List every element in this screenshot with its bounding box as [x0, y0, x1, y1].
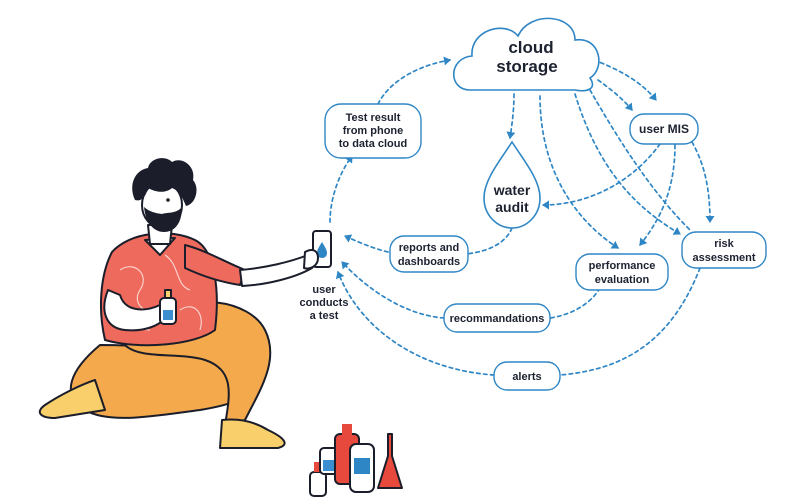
test-result-line3: to data cloud — [339, 138, 407, 150]
performance-line1: performance — [589, 260, 656, 272]
alerts-box — [493, 361, 561, 391]
user-test-label: user conducts a test — [300, 284, 349, 322]
arrow-reports-to-user — [344, 234, 389, 253]
arrow-cloud-to-mis-2 — [597, 79, 633, 111]
arrow-alerts-to-user — [335, 271, 495, 376]
test-result-line1: Test result — [346, 112, 401, 124]
water-drop-icon — [483, 140, 541, 229]
user-test-line1: user — [312, 284, 336, 296]
water-audit-node: water audit — [483, 140, 541, 229]
shirt-pattern — [109, 254, 202, 331]
arrow-mis-to-risk — [691, 141, 715, 223]
lower-arm — [103, 289, 166, 332]
arrow-mis-to-performance — [639, 144, 676, 246]
arrow-recs-to-user — [341, 261, 445, 319]
hand-phone — [303, 249, 319, 270]
risk-box — [681, 231, 767, 269]
flow-arrows — [329, 56, 715, 376]
front-shoe — [219, 418, 286, 449]
cloud-label-line2: storage — [496, 57, 557, 76]
hair — [132, 158, 197, 206]
eye — [166, 198, 170, 202]
hand-bottle — [159, 289, 177, 325]
raised-forearm — [239, 254, 313, 287]
test-result-node: Test result from phone to data cloud — [324, 103, 422, 159]
alerts-node: alerts — [493, 361, 561, 391]
kit-funnel — [377, 433, 403, 489]
user-test-line2: conducts — [300, 297, 349, 309]
kit-bottle-red-cap — [342, 424, 352, 436]
arrow-risk-to-alerts — [559, 267, 701, 376]
risk-node: risk assessment — [681, 231, 767, 269]
arrow-phone-to-test — [329, 155, 353, 223]
alerts-label: alerts — [512, 371, 541, 383]
risk-line2: assessment — [693, 252, 756, 264]
cloud-icon — [453, 17, 600, 92]
reports-line2: dashboards — [398, 256, 460, 268]
risk-line1: risk — [714, 238, 734, 250]
arrow-cloud-to-mis — [593, 59, 657, 101]
user-mis-box — [629, 113, 699, 145]
test-result-box — [324, 103, 422, 159]
arrow-cloud-to-risk-2 — [589, 89, 691, 231]
cloud-storage-node: cloud storage — [453, 17, 600, 92]
recommendations-label: recommandations — [450, 313, 545, 325]
arrow-performance-to-recs — [549, 287, 601, 319]
arrow-mis-to-audit — [542, 143, 661, 210]
kit-bottle-small-cap — [314, 462, 322, 472]
user-mis-node: user MIS — [629, 113, 699, 145]
reports-box — [389, 235, 469, 273]
performance-node: performance evaluation — [575, 253, 669, 291]
kit-bottle-small — [309, 471, 327, 497]
water-audit-line1: water — [493, 182, 531, 198]
kit-bottle-white-label — [354, 458, 370, 474]
reports-node: reports and dashboards — [389, 235, 469, 273]
user-mis-label: user MIS — [639, 122, 689, 136]
cloud-label-line1: cloud — [508, 38, 553, 57]
arrow-cloud-to-risk — [574, 93, 681, 235]
kit-bottle-blue-liquid — [323, 460, 335, 471]
beard — [144, 207, 182, 232]
test-result-line2: from phone — [343, 125, 404, 137]
arrow-cloud-to-audit — [506, 93, 516, 139]
back-shoe — [38, 379, 106, 419]
arrow-audit-to-reports — [465, 227, 513, 255]
test-kit-bottles — [309, 424, 403, 497]
person-illustration — [38, 158, 332, 449]
performance-box — [575, 253, 669, 291]
performance-line2: evaluation — [595, 274, 650, 286]
reports-line1: reports and — [399, 242, 460, 254]
recommendations-box — [443, 303, 551, 333]
arrow-test-to-cloud — [377, 56, 451, 105]
user-test-line3: a test — [310, 310, 339, 322]
arrow-cloud-to-performance — [539, 95, 619, 249]
water-audit-line2: audit — [495, 199, 529, 215]
recommendations-node: recommandations — [443, 303, 551, 333]
